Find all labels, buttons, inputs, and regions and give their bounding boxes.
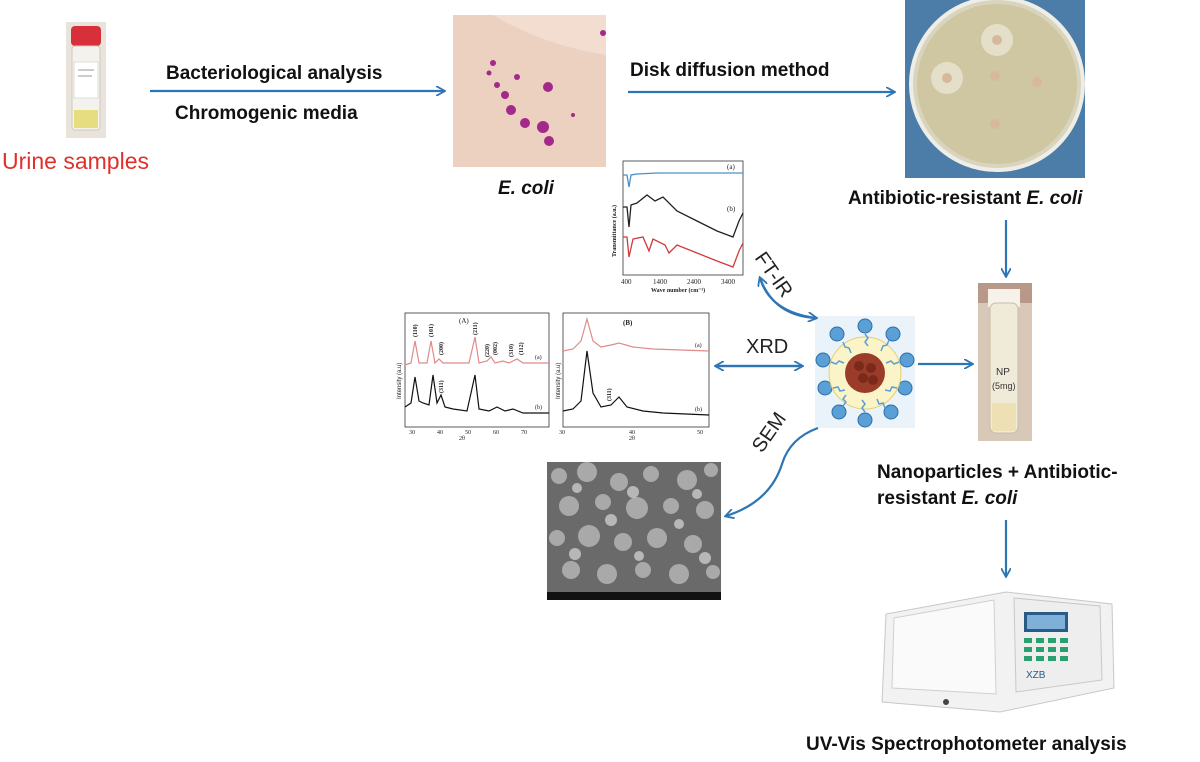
xrd-plot-a: (A) (110) (101) (200) (211) (220) (002) … [393,311,551,442]
xrd-a-xlabel: 2θ [459,436,465,441]
tube-label-line2: (5mg) [992,381,1016,391]
xrd-a-peak-6: (310) [508,344,515,357]
spectro-brand: XZB [1026,670,1046,681]
xrd-b-series-b: (b) [695,406,702,413]
ftir-series-b: (b) [727,205,736,213]
ftir-series-a: (a) [727,163,735,171]
xrd-a-xtick-1: 40 [437,430,443,436]
xrd-a-series-b: (b) [535,404,542,411]
xrd-b-ylabel: Intensity (a.u) [556,363,562,399]
chromogenic-media-label: Chromogenic media [175,103,358,124]
spectrophotometer-image: XZB [876,584,1118,716]
urine-vial-image [62,22,110,138]
ftir-xtick-2: 2400 [687,278,702,286]
xrd-b-xlabel: 2θ [629,436,635,441]
nanoparticle-schematic [815,316,915,428]
nanoparticles-label-line2: resistant E. coli [877,488,1017,510]
ftir-plot: (a) (b) 400 1400 2400 3400 Wave number (… [607,157,747,294]
nano-line2-italic: E. coli [961,488,1018,509]
xrd-a-peak-3: (211) [472,322,479,335]
xrd-a-peak-1: (101) [428,324,435,337]
nanoparticle-tube-image: NP (5mg) [978,283,1032,441]
xrd-a-xtick-0: 30 [409,430,415,436]
xrd-a-xtick-3: 60 [493,430,499,436]
xrd-b-xtick-0: 30 [559,430,565,436]
xrd-a-peak-0: (110) [412,324,419,337]
xrd-b-xtick-2: 50 [697,430,703,436]
xrd-b-xtick-1: 40 [629,430,635,436]
arrow-ftir-to-np [758,277,816,318]
ftir-xlabel: Wave number (cm⁻¹) [651,287,705,294]
xrd-a-panel: (A) [459,317,469,325]
antibiotic-resistant-label: Antibiotic-resistant E. coli [848,188,1082,210]
chromogenic-plate-image [453,15,606,167]
arrow-np-to-sem [726,426,819,516]
tube-label-line1: NP [996,367,1010,378]
arrow-np-to-ftir [760,278,817,320]
uv-vis-label: UV-Vis Spectrophotometer analysis [806,734,1127,755]
xrd-a-xtick-2: 50 [465,430,471,436]
nano-line2-prefix: resistant [877,488,962,509]
bacteriological-analysis-label: Bacteriological analysis [166,63,383,84]
ftir-xtick-1: 1400 [653,278,668,286]
xrd-a-peak-4: (220) [484,344,491,357]
antibiotic-plate-image [905,0,1085,178]
ftir-xtick-0: 400 [621,278,632,286]
xrd-a-ylabel: Intensity (a.u) [397,363,403,399]
xrd-a-xtick-4: 70 [521,430,527,436]
xrd-b-peak-b: (311) [606,388,613,401]
xrd-b-series-a: (a) [695,342,702,349]
xrd-label: XRD [746,336,789,358]
xrd-a-peak-7: (112) [518,342,525,355]
xrd-a-peak-2: (200) [438,342,445,355]
urine-samples-label: Urine samples [2,148,149,174]
resistant-italic: E. coli [1026,188,1083,209]
sem-image [547,462,721,600]
xrd-a-peak-b: (311) [438,380,445,393]
nanoparticles-label-line1: Nanoparticles + Antibiotic- [877,462,1118,483]
ftir-ylabel: Transmittance (a.u.) [611,205,618,257]
xrd-a-series-a: (a) [535,354,542,361]
ecoli-label: E. coli [498,178,554,199]
xrd-b-panel: (B) [623,319,633,327]
disk-diffusion-label: Disk diffusion method [630,60,830,81]
xrd-plot-b: (B) (311) (a) (b) 30 40 50 2θ Intensity … [553,311,711,442]
xrd-a-peak-5: (002) [492,342,499,355]
ftir-xtick-3: 3400 [721,278,736,286]
resistant-prefix: Antibiotic-resistant [848,188,1027,209]
